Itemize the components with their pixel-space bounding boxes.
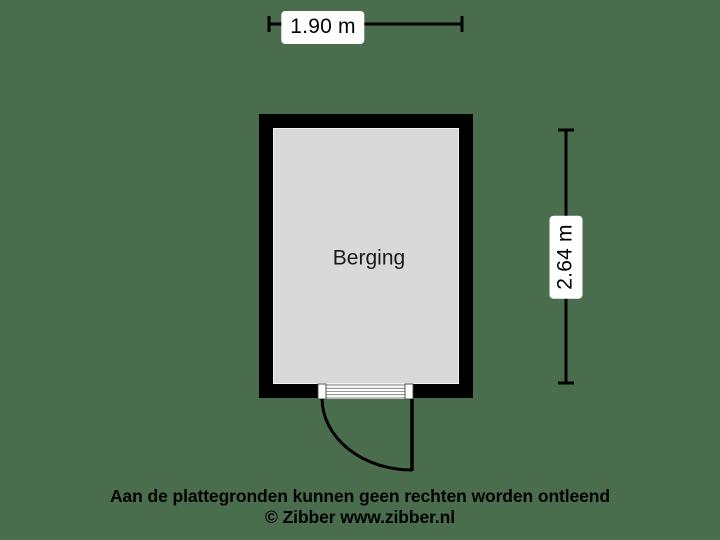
dimension-label-height: 2.64 m xyxy=(549,215,583,299)
footer-disclaimer-line-1: Aan de plattegronden kunnen geen rechten… xyxy=(109,486,610,506)
footer-copyright-line: © Zibber www.zibber.nl xyxy=(265,507,455,527)
door-jamb-right xyxy=(404,383,414,400)
room-label-berging: Berging xyxy=(332,246,406,270)
door-swing-arc xyxy=(320,398,413,472)
door-jamb-left xyxy=(317,383,327,400)
footer-disclaimer: Aan de plattegronden kunnen geen rechten… xyxy=(0,486,720,528)
dimension-label-width: 1.90 m xyxy=(281,11,365,44)
room-floor-berging xyxy=(273,128,459,384)
room-floor-inner-edge xyxy=(273,128,459,384)
